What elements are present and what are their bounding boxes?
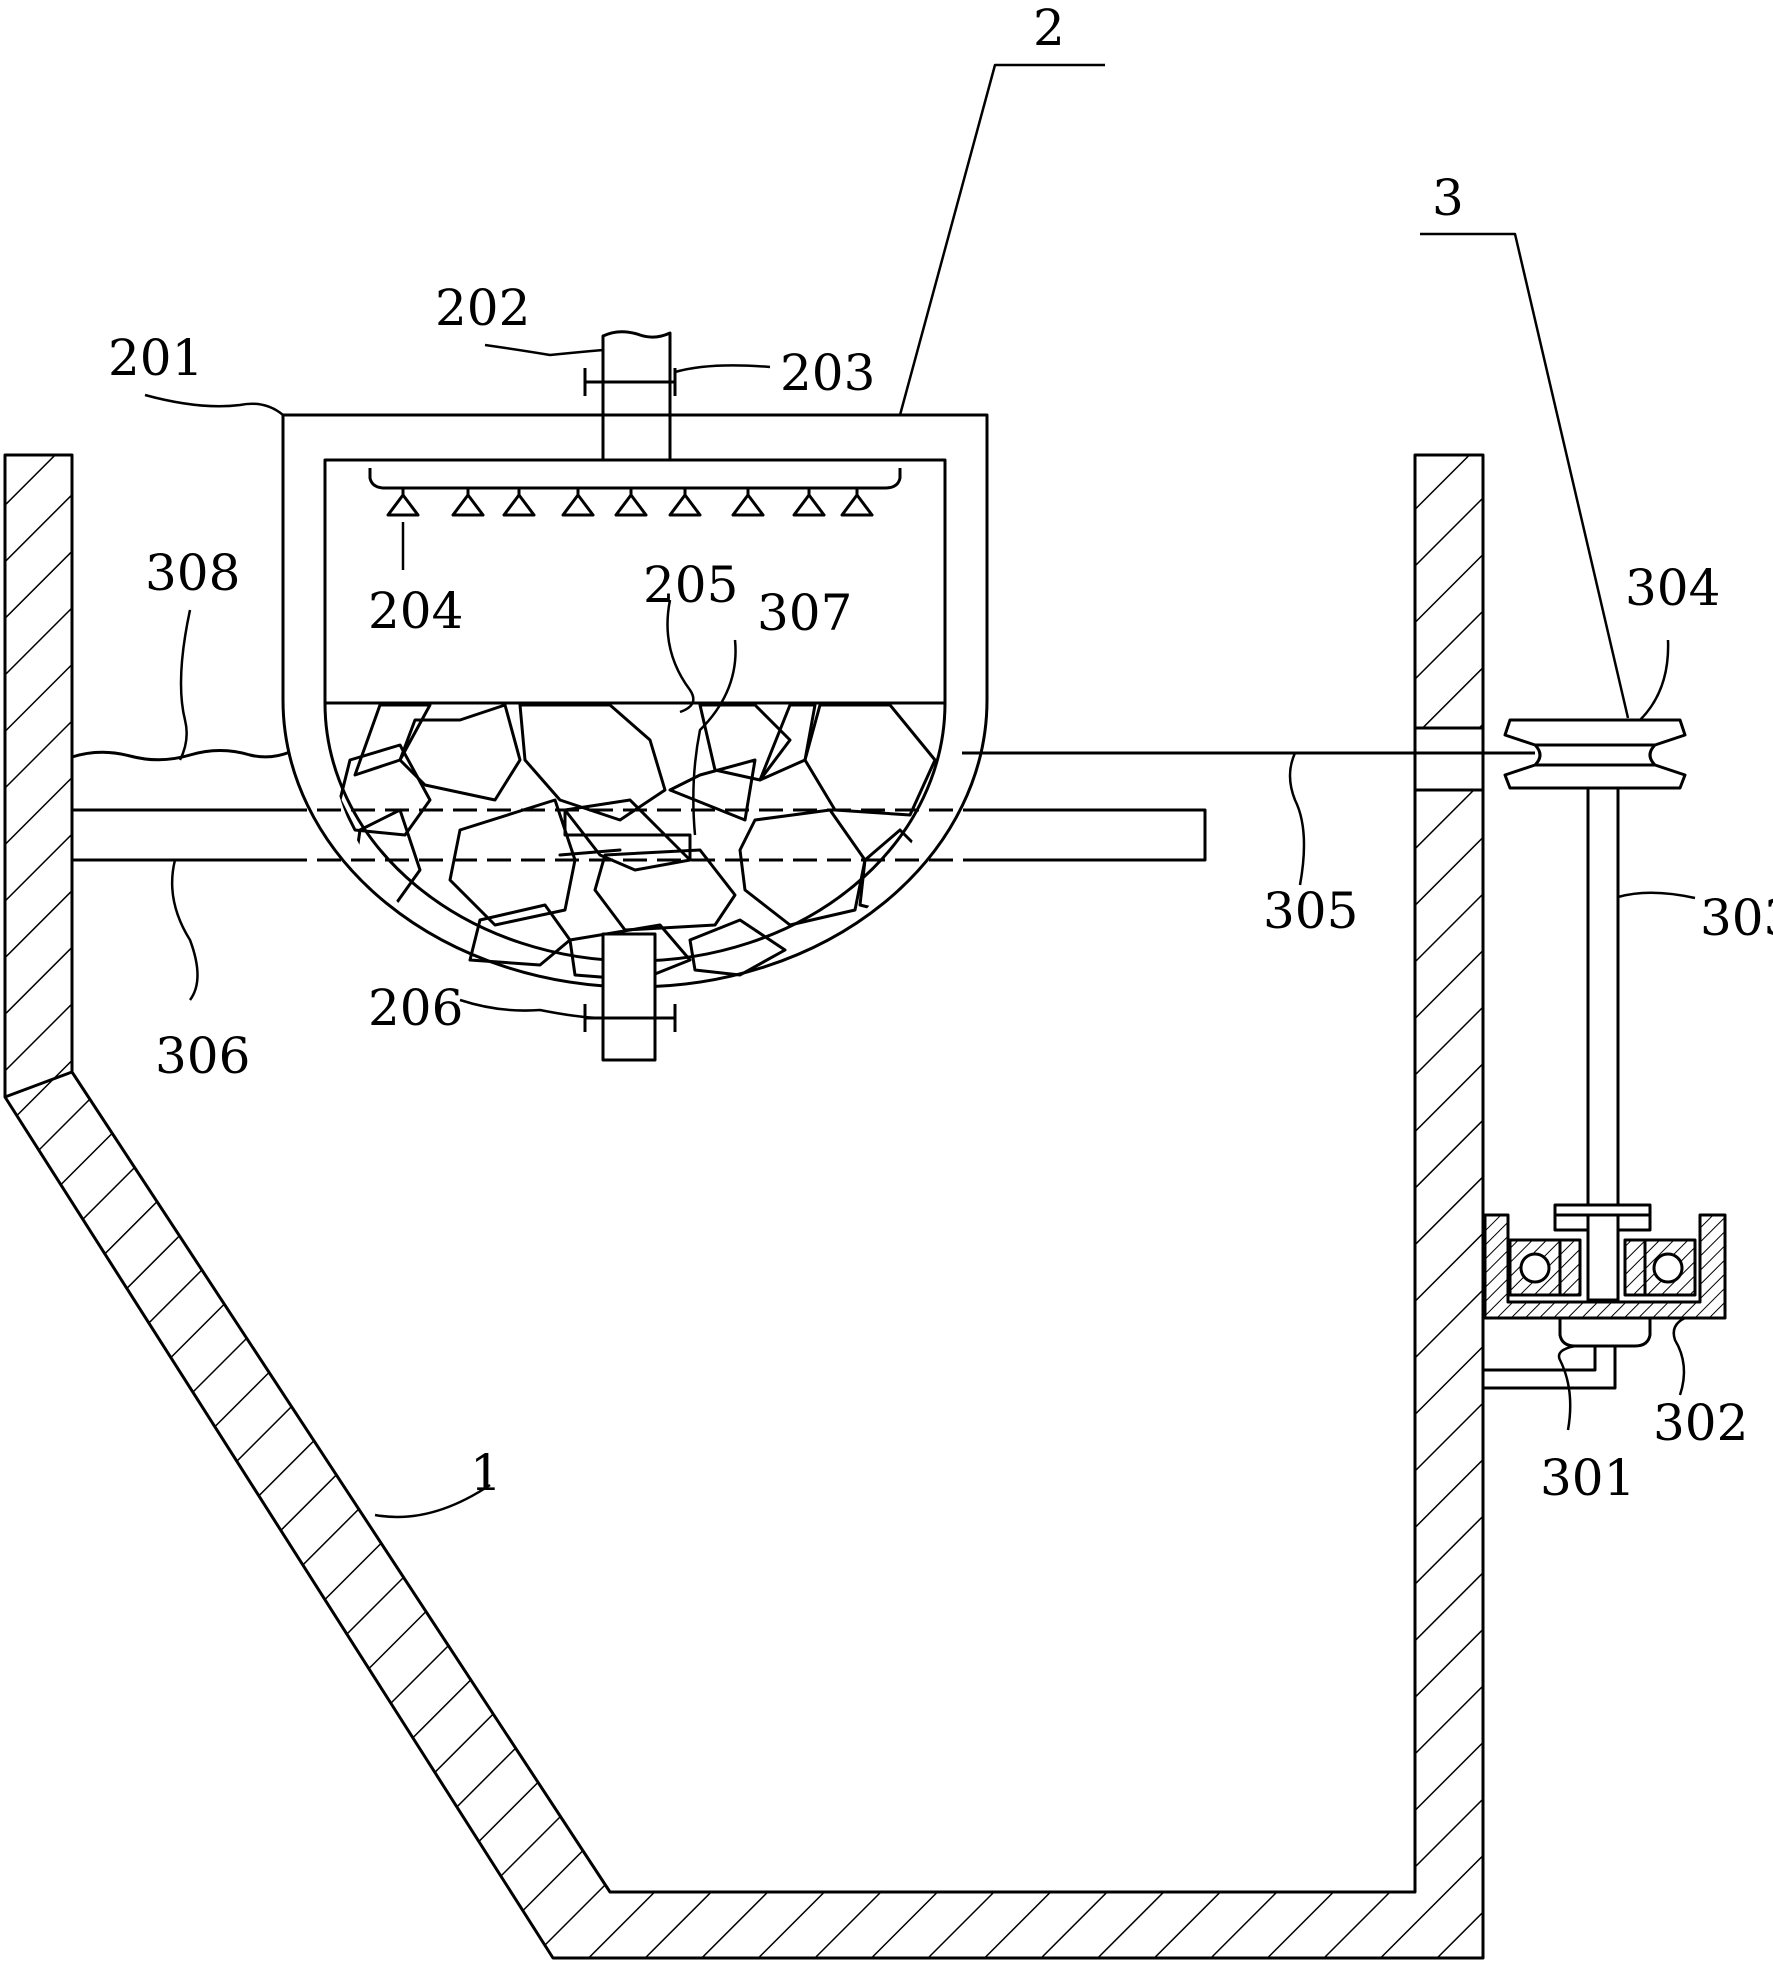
label-306: 306: [155, 1027, 250, 1085]
label-202: 202: [435, 279, 530, 337]
spray-pipe: [368, 468, 902, 490]
basket-cavity: [323, 458, 947, 963]
tank-inner-edge: [4, 1070, 73, 1099]
labels: 2 3 201 202 203 204 205 307 308 304 305 …: [108, 0, 1773, 1507]
basket-assembly: [281, 330, 989, 1062]
label-204: 204: [368, 582, 463, 640]
label-301: 301: [1540, 1449, 1635, 1507]
wall-slot: [1413, 726, 1485, 792]
label-302: 302: [1653, 1394, 1748, 1452]
shaft-303: [1586, 786, 1620, 1210]
top-shaft-202: [601, 330, 672, 460]
water-surface-308: [71, 749, 291, 762]
label-206: 206: [368, 979, 463, 1037]
rotating-arm-306: [72, 808, 1207, 862]
leader-lines: [144, 63, 1696, 1519]
motor-301: [1558, 1318, 1652, 1348]
label-201: 201: [108, 329, 203, 387]
tank: [3, 453, 1485, 1960]
label-203: 203: [780, 344, 875, 402]
label-1: 1: [470, 1444, 502, 1502]
bottom-shaft-206: [601, 932, 657, 1062]
label-305: 305: [1263, 882, 1358, 940]
bearing-302: [1483, 1203, 1727, 1320]
label-3: 3: [1432, 169, 1464, 227]
arm-hidden-lines-307: [283, 808, 987, 862]
drive-assembly: [1483, 718, 1727, 1390]
stones-205: [338, 703, 937, 982]
nozzles-204: [386, 488, 874, 517]
label-308: 308: [145, 544, 240, 602]
label-303: 303: [1700, 889, 1773, 947]
motor-bracket: [1483, 1346, 1617, 1390]
label-307: 307: [757, 584, 852, 642]
label-2: 2: [1033, 0, 1065, 57]
pulley-304: [1503, 718, 1687, 790]
label-205: 205: [643, 556, 738, 614]
label-304: 304: [1625, 559, 1720, 617]
